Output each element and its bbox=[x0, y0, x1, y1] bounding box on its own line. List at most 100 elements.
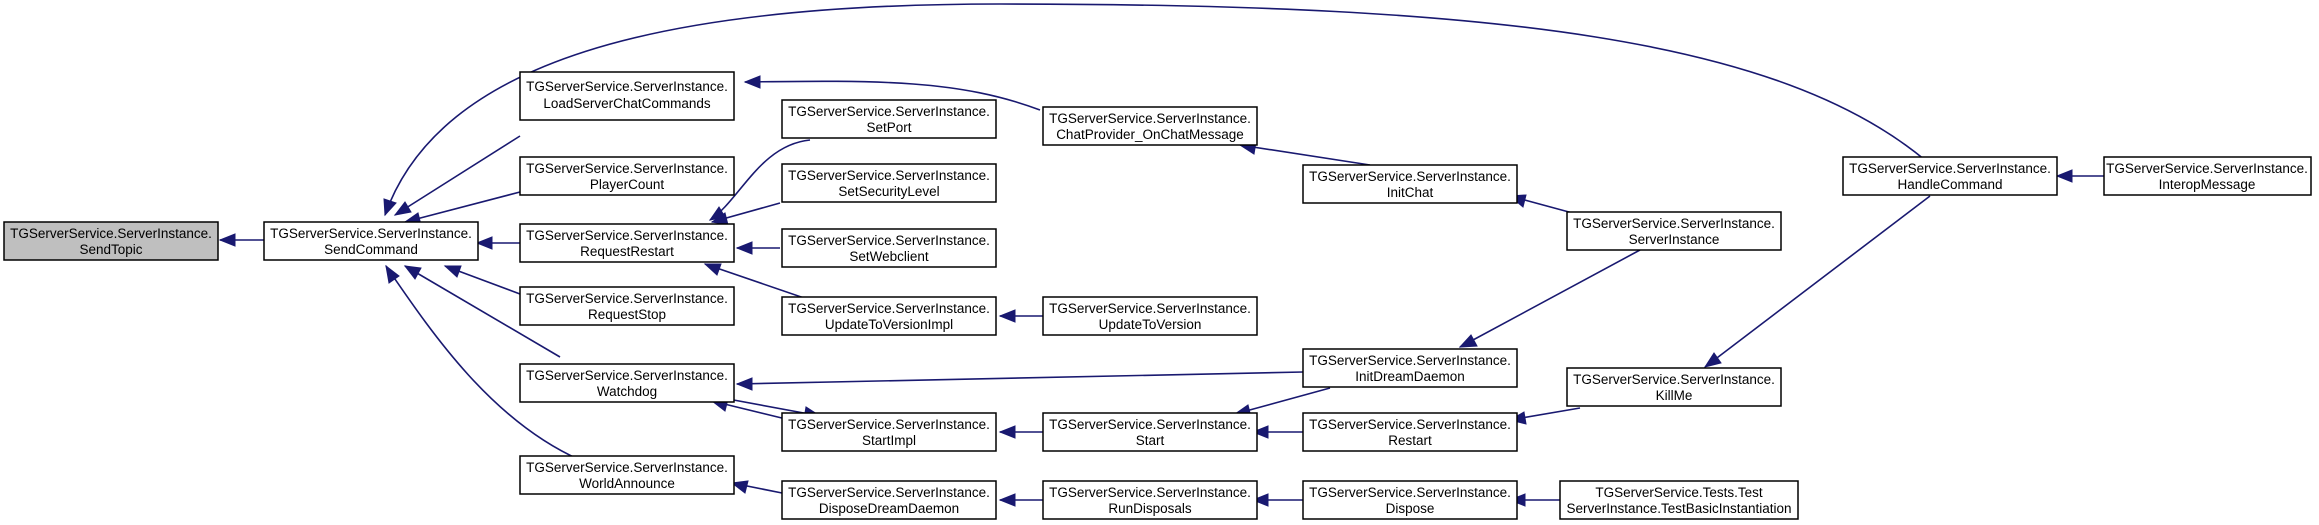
node-start-line1: TGServerService.ServerInstance. bbox=[1049, 417, 1251, 432]
node-start-line2: Start bbox=[1136, 433, 1165, 448]
node-interopmessage[interactable]: TGServerService.ServerInstance. InteropM… bbox=[2103, 156, 2312, 196]
node-testbasicinstantiation-line1: TGServerService.Tests.Test bbox=[1595, 485, 1763, 500]
node-setwebclient[interactable]: TGServerService.ServerInstance. SetWebcl… bbox=[781, 228, 997, 268]
node-killme-line2: KillMe bbox=[1656, 388, 1693, 403]
node-sendcommand-line2: SendCommand bbox=[324, 242, 418, 257]
node-sendcommand-line1: TGServerService.ServerInstance. bbox=[270, 226, 472, 241]
edge-serverinstance-to-initdreamdaemon bbox=[1458, 249, 1641, 348]
edge-start-to-startimpl bbox=[998, 425, 1043, 439]
node-handlecommand[interactable]: TGServerService.ServerInstance. HandleCo… bbox=[1842, 156, 2058, 196]
node-sendcommand[interactable]: TGServerService.ServerInstance. SendComm… bbox=[263, 221, 479, 261]
node-requeststop-line2: RequestStop bbox=[588, 307, 666, 322]
edge-setsecuritylevel-to-requestrestart bbox=[710, 202, 781, 226]
node-playercount-line2: PlayerCount bbox=[590, 177, 665, 192]
node-setport[interactable]: TGServerService.ServerInstance. SetPort bbox=[781, 99, 997, 139]
edge-initdreamdaemon-to-watchdog bbox=[735, 371, 1304, 391]
node-loadserverchatcommands-line2: LoadServerChatCommands bbox=[543, 96, 711, 111]
node-chatprovider[interactable]: TGServerService.ServerInstance. ChatProv… bbox=[1042, 106, 1258, 146]
node-requeststop-line1: TGServerService.ServerInstance. bbox=[526, 291, 728, 306]
node-loadserverchatcommands-line1: TGServerService.ServerInstance. bbox=[526, 79, 728, 94]
node-initdreamdaemon-line1: TGServerService.ServerInstance. bbox=[1309, 353, 1511, 368]
node-requeststop[interactable]: TGServerService.ServerInstance. RequestS… bbox=[519, 286, 735, 326]
node-restart-line1: TGServerService.ServerInstance. bbox=[1309, 417, 1511, 432]
node-requestrestart-line2: RequestRestart bbox=[580, 244, 674, 259]
node-handlecommand-line1: TGServerService.ServerInstance. bbox=[1849, 161, 2051, 176]
node-restart-line2: Restart bbox=[1388, 433, 1432, 448]
node-updatetoversionimpl-line1: TGServerService.ServerInstance. bbox=[788, 301, 990, 316]
edge-requestrestart-to-sendcommand bbox=[475, 236, 520, 250]
edge-updatetoversionimpl-to-requestrestart bbox=[703, 263, 811, 301]
node-requestrestart[interactable]: TGServerService.ServerInstance. RequestR… bbox=[519, 223, 735, 263]
node-dispose-line2: Dispose bbox=[1386, 501, 1435, 516]
node-disposedreamdaemon[interactable]: TGServerService.ServerInstance. DisposeD… bbox=[781, 480, 997, 520]
edge-interopmessage-to-handlecommand bbox=[2055, 169, 2104, 183]
node-killme[interactable]: TGServerService.ServerInstance. KillMe bbox=[1566, 367, 1782, 407]
node-rundisposals-line2: RunDisposals bbox=[1108, 501, 1192, 516]
node-setwebclient-line1: TGServerService.ServerInstance. bbox=[788, 233, 990, 248]
edge-loadserverchatcommands-to-sendcommand bbox=[393, 135, 521, 216]
node-watchdog-line2: Watchdog bbox=[597, 384, 657, 399]
node-initchat[interactable]: TGServerService.ServerInstance. InitChat bbox=[1302, 164, 1518, 204]
edge-killme-to-restart bbox=[1508, 407, 1581, 425]
node-initdreamdaemon[interactable]: TGServerService.ServerInstance. InitDrea… bbox=[1302, 348, 1518, 388]
edge-rundisposals-to-disposedreamdaemon bbox=[998, 493, 1043, 507]
edge-dispose-to-rundisposals bbox=[1251, 493, 1303, 507]
node-startimpl-line1: TGServerService.ServerInstance. bbox=[788, 417, 990, 432]
node-startimpl[interactable]: TGServerService.ServerInstance. StartImp… bbox=[781, 412, 997, 452]
node-playercount[interactable]: TGServerService.ServerInstance. PlayerCo… bbox=[519, 156, 735, 196]
edge-initchat-to-chatprovider bbox=[1238, 141, 1371, 166]
node-chatprovider-line2: ChatProvider_OnChatMessage bbox=[1056, 127, 1244, 142]
node-updatetoversion[interactable]: TGServerService.ServerInstance. UpdateTo… bbox=[1042, 296, 1258, 336]
node-updatetoversion-line2: UpdateToVersion bbox=[1099, 317, 1202, 332]
call-graph-nodes: TGServerService.ServerInstance. SendTopi… bbox=[3, 71, 2312, 520]
node-loadserverchatcommands[interactable]: TGServerService.ServerInstance. LoadServ… bbox=[519, 71, 735, 121]
node-rundisposals[interactable]: TGServerService.ServerInstance. RunDispo… bbox=[1042, 480, 1258, 520]
node-setport-line1: TGServerService.ServerInstance. bbox=[788, 104, 990, 119]
node-requestrestart-line1: TGServerService.ServerInstance. bbox=[526, 228, 728, 243]
node-setsecuritylevel-line1: TGServerService.ServerInstance. bbox=[788, 168, 990, 183]
node-setport-line2: SetPort bbox=[866, 120, 911, 135]
edge-sendcommand-to-sendtopic bbox=[218, 233, 264, 247]
node-watchdog-line1: TGServerService.ServerInstance. bbox=[526, 368, 728, 383]
node-initchat-line2: InitChat bbox=[1387, 185, 1434, 200]
node-updatetoversionimpl[interactable]: TGServerService.ServerInstance. UpdateTo… bbox=[781, 296, 997, 336]
node-chatprovider-line1: TGServerService.ServerInstance. bbox=[1049, 111, 1251, 126]
edge-restart-to-start bbox=[1251, 425, 1303, 439]
node-setwebclient-line2: SetWebclient bbox=[849, 249, 929, 264]
edge-handlecommand-to-killme bbox=[1703, 195, 1931, 368]
node-worldannounce[interactable]: TGServerService.ServerInstance. WorldAnn… bbox=[519, 455, 735, 495]
node-sendtopic-line2: SendTopic bbox=[79, 242, 142, 257]
node-killme-line1: TGServerService.ServerInstance. bbox=[1573, 372, 1775, 387]
edge-worldannounce-to-sendcommand bbox=[385, 264, 581, 461]
node-playercount-line1: TGServerService.ServerInstance. bbox=[526, 161, 728, 176]
node-initdreamdaemon-line2: InitDreamDaemon bbox=[1355, 369, 1465, 384]
node-serverinstance[interactable]: TGServerService.ServerInstance. ServerIn… bbox=[1566, 211, 1782, 251]
node-setsecuritylevel-line2: SetSecurityLevel bbox=[838, 184, 939, 199]
node-serverinstance-line1: TGServerService.ServerInstance. bbox=[1573, 216, 1775, 231]
node-testbasicinstantiation[interactable]: TGServerService.Tests.Test ServerInstanc… bbox=[1559, 480, 1799, 520]
edge-handlecommand-to-sendcommand bbox=[383, 3, 1926, 217]
edge-requeststop-to-sendcommand bbox=[443, 265, 521, 295]
node-start[interactable]: TGServerService.ServerInstance. Start bbox=[1042, 412, 1258, 452]
node-setsecuritylevel[interactable]: TGServerService.ServerInstance. SetSecur… bbox=[781, 163, 997, 203]
node-startimpl-line2: StartImpl bbox=[862, 433, 916, 448]
node-dispose[interactable]: TGServerService.ServerInstance. Dispose bbox=[1302, 480, 1518, 520]
node-handlecommand-line2: HandleCommand bbox=[1897, 177, 2002, 192]
node-restart[interactable]: TGServerService.ServerInstance. Restart bbox=[1302, 412, 1518, 452]
node-sendtopic[interactable]: TGServerService.ServerInstance. SendTopi… bbox=[3, 221, 219, 261]
node-dispose-line1: TGServerService.ServerInstance. bbox=[1309, 485, 1511, 500]
node-interopmessage-line2: InteropMessage bbox=[2159, 177, 2256, 192]
node-worldannounce-line1: TGServerService.ServerInstance. bbox=[526, 460, 728, 475]
node-watchdog[interactable]: TGServerService.ServerInstance. Watchdog bbox=[519, 363, 735, 403]
node-disposedreamdaemon-line1: TGServerService.ServerInstance. bbox=[788, 485, 990, 500]
edge-disposedreamdaemon-to-worldannounce bbox=[730, 480, 783, 494]
node-initchat-line1: TGServerService.ServerInstance. bbox=[1309, 169, 1511, 184]
node-serverinstance-line2: ServerInstance bbox=[1629, 232, 1720, 247]
node-updatetoversion-line1: TGServerService.ServerInstance. bbox=[1049, 301, 1251, 316]
edge-updatetoversion-to-updatetoversionimpl bbox=[998, 309, 1043, 323]
node-rundisposals-line1: TGServerService.ServerInstance. bbox=[1049, 485, 1251, 500]
node-sendtopic-line1: TGServerService.ServerInstance. bbox=[10, 226, 212, 241]
node-interopmessage-line1: TGServerService.ServerInstance. bbox=[2106, 161, 2308, 176]
edge-watchdog-to-sendcommand bbox=[403, 265, 561, 358]
